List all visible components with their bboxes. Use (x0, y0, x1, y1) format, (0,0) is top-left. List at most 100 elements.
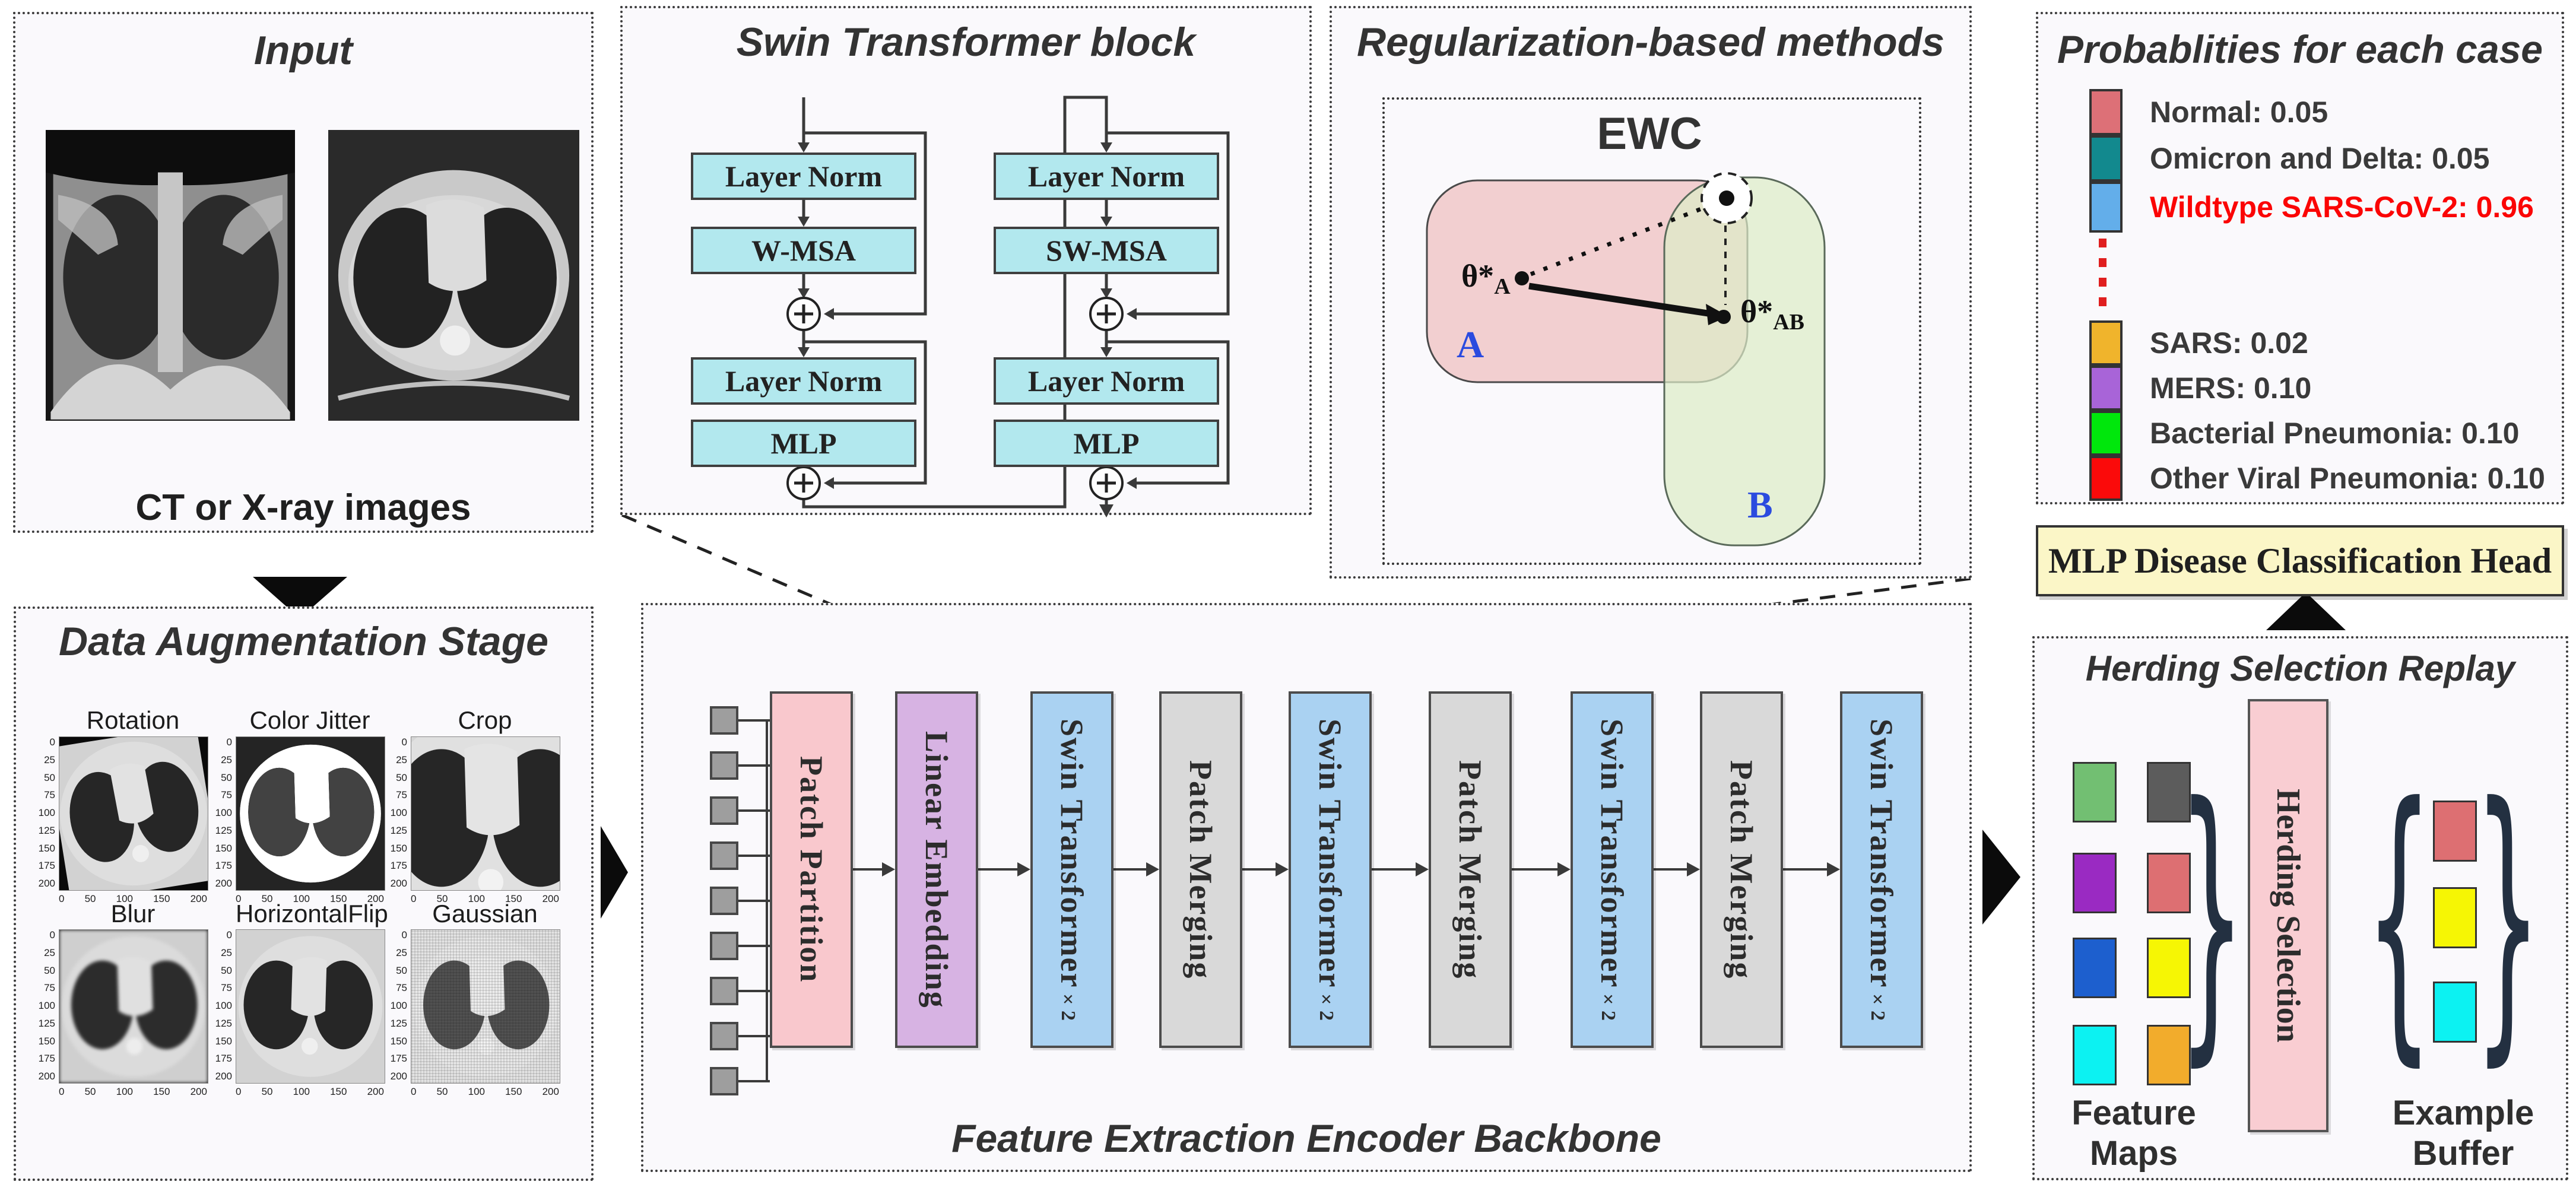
tick-label: 50 (84, 893, 96, 904)
tick-label: 200 (38, 878, 55, 889)
theta-ab-label: θ*AB (1740, 294, 1804, 335)
tick-label: 0 (401, 736, 407, 748)
aug-xticks: 0 50 100 150 200 (59, 893, 207, 909)
region-a-label: A (1457, 323, 1484, 366)
patch-square (710, 796, 738, 825)
ewc-box (1382, 97, 1921, 565)
aug-image-gaussian (411, 929, 560, 1084)
ct-illustration (328, 130, 579, 421)
theta-ab-point (1717, 310, 1731, 324)
feature-maps-brace: } (2178, 745, 2245, 1092)
tick-label: 150 (153, 893, 170, 904)
tick-label: 50 (436, 893, 448, 904)
tick-label: 150 (390, 1035, 407, 1047)
patch-square (710, 887, 738, 915)
stage-patch-merging-1: Patch Merging (1159, 691, 1242, 1048)
aug-image-crop (411, 736, 560, 891)
tick-label: 125 (38, 824, 55, 836)
tick-label: 150 (330, 893, 347, 904)
tick-label: 175 (215, 1053, 232, 1065)
tick-label: 200 (367, 1086, 384, 1097)
example-buffer-square (2433, 887, 2477, 948)
stage-linear-embedding: Linear Embedding (895, 691, 978, 1048)
patch-square (710, 751, 738, 780)
task-b-region (1663, 176, 1826, 547)
tick-label: 200 (38, 1071, 55, 1082)
tick-label: 125 (390, 824, 407, 836)
tick-label: 0 (411, 1086, 417, 1097)
tick-label: 50 (84, 1086, 96, 1097)
tick-label: 0 (49, 736, 55, 748)
feature-map-square (2073, 853, 2117, 913)
feature-map-square (2147, 853, 2191, 913)
legend-label-bacterial: Bacterial Pneumonia: 0.10 (2150, 417, 2520, 450)
tick-label: 100 (215, 807, 232, 818)
aug-image-rotation (59, 736, 208, 891)
tick-label: 25 (396, 947, 407, 958)
tick-label: 100 (468, 893, 485, 904)
aug-title-rotation: Rotation (86, 706, 180, 734)
feature-maps-label: Feature Maps (2071, 1094, 2196, 1173)
tick-label: 0 (226, 929, 232, 941)
herding-title: Herding Selection Replay (2085, 649, 2515, 688)
tick-label: 150 (330, 1086, 347, 1097)
tick-label: 100 (468, 1086, 485, 1097)
aug-title-jitter: Color Jitter (249, 706, 370, 734)
tick-label: 125 (215, 1017, 232, 1029)
tick-label: 150 (38, 842, 55, 854)
feature-map-square (2073, 938, 2117, 998)
probabilities-title: Probablities for each case (2057, 27, 2543, 71)
legend-swatch-omicron-delta (2089, 135, 2123, 182)
tick-label: 200 (190, 893, 207, 904)
example-buffer-label: Example Buffer (2392, 1094, 2534, 1173)
tick-label: 150 (215, 842, 232, 854)
feature-map-square (2147, 938, 2191, 998)
tick-label: 50 (221, 771, 232, 783)
tick-label: 50 (261, 1086, 273, 1097)
stage-swin-transformer-4: Swin Transformer×2 (1840, 691, 1923, 1048)
tick-label: 50 (396, 771, 407, 783)
tick-label: 0 (236, 893, 242, 904)
no-penalty-path (1530, 205, 1707, 277)
tick-label: 25 (221, 754, 232, 766)
tick-label: 175 (390, 860, 407, 872)
aug-image-blur (59, 929, 208, 1084)
swin-block-title: Swin Transformer block (736, 20, 1196, 65)
aug-title-blur: Blur (110, 900, 156, 928)
tick-label: 75 (396, 982, 407, 994)
legend-swatch-bacterial (2089, 411, 2123, 456)
tick-label: 150 (390, 842, 407, 854)
tick-label: 75 (44, 789, 55, 801)
tick-label: 125 (38, 1017, 55, 1029)
tick-label: 200 (390, 878, 407, 889)
arrow-backbone-to-herding (1982, 830, 2020, 925)
aug-title-flip: HorizontalFlip (236, 900, 388, 928)
patch-square (710, 706, 738, 735)
tick-label: 75 (221, 789, 232, 801)
tick-label: 100 (215, 1000, 232, 1011)
theta-a-label: θ*A (1461, 258, 1511, 299)
ewc-update-arrow (1528, 282, 1712, 317)
tick-label: 150 (505, 893, 522, 904)
tick-label: 75 (44, 982, 55, 994)
tick-label: 150 (153, 1086, 170, 1097)
tick-label: 100 (38, 1000, 55, 1011)
stage-swin-transformer-3: Swin Transformer×2 (1571, 691, 1654, 1048)
arrow-herding-to-mlp-head (2266, 592, 2346, 630)
tick-label: 100 (390, 1000, 407, 1011)
tick-label: 50 (261, 893, 273, 904)
stage-patch-merging-3: Patch Merging (1700, 691, 1783, 1048)
tick-label: 0 (411, 893, 417, 904)
tick-label: 100 (116, 893, 133, 904)
node-w-msa: W-MSA (691, 227, 916, 274)
aug-title-gaussian: Gaussian (432, 900, 538, 928)
node-layer-norm-3: Layer Norm (994, 153, 1219, 200)
tick-label: 0 (59, 893, 65, 904)
tick-label: 50 (44, 964, 55, 976)
